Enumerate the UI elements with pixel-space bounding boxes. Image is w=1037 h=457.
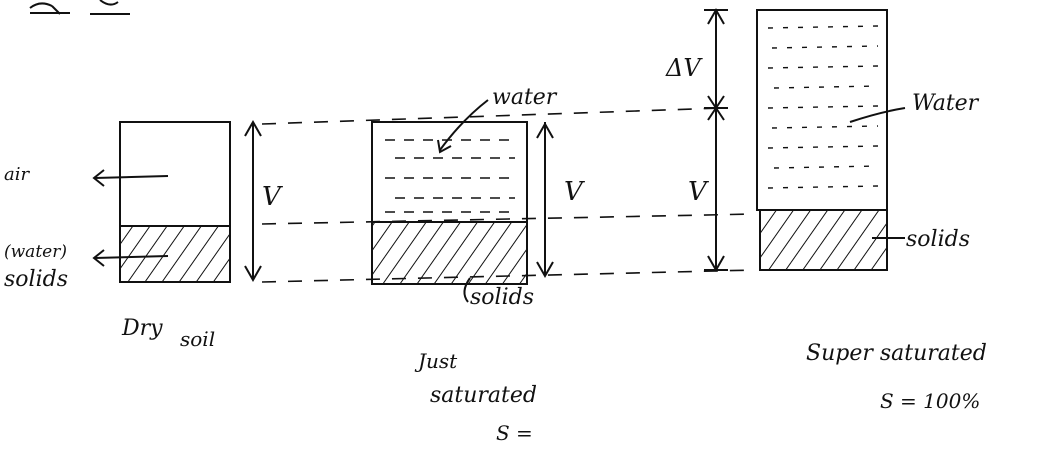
just-caption-line3: S = <box>496 421 533 445</box>
just-caption-line2: saturated <box>430 383 537 408</box>
just-caption-line1: Just <box>414 349 458 373</box>
just-water-dashes <box>385 139 515 213</box>
solids-left-label: solids <box>4 267 68 292</box>
just-v-dimension <box>536 121 554 279</box>
super-v-label: V <box>688 177 709 207</box>
water-pointer-head <box>437 139 452 154</box>
super-saturated-column: ΔV V Water solids Super saturated S = 10… <box>665 7 987 413</box>
guide-mid <box>261 213 756 225</box>
dry-soil-column: V air (water) solids Dry soil <box>4 119 283 351</box>
super-water-box <box>756 9 888 211</box>
water-pointer-arrow-icon <box>439 99 489 151</box>
dry-v-label: V <box>262 182 283 212</box>
dry-solids-box <box>119 225 231 283</box>
dry-caption-line2: soil <box>180 327 215 351</box>
super-water-speckles <box>767 25 879 189</box>
just-solids-box <box>371 221 528 285</box>
delta-v-label: ΔV <box>665 54 703 82</box>
solids-mid-pointer <box>463 277 471 303</box>
air-arrow-icon <box>92 169 169 187</box>
solids-mid-label: solids <box>470 285 534 310</box>
air-label: air <box>4 164 30 185</box>
just-v-label: V <box>564 177 585 207</box>
dry-air-box <box>119 121 231 227</box>
water-right-label: Water <box>912 91 980 116</box>
water-right-pointer <box>849 107 906 123</box>
just-saturated-column: V water solids Just saturated S = <box>371 85 585 445</box>
solids-right-label: solids <box>906 227 970 252</box>
super-caption-line1: Super saturated <box>806 341 987 366</box>
super-solids-box <box>759 209 888 271</box>
super-dimension-arrows <box>704 7 728 273</box>
water-paren-label: (water) <box>4 242 67 262</box>
super-caption-line2: S = 100% <box>880 389 980 413</box>
dry-v-dimension <box>244 119 262 283</box>
solids-arrow-icon <box>92 249 169 267</box>
dry-caption-line1: Dry <box>121 316 163 341</box>
water-mid-label: water <box>492 85 558 110</box>
header-scribble <box>29 0 130 15</box>
